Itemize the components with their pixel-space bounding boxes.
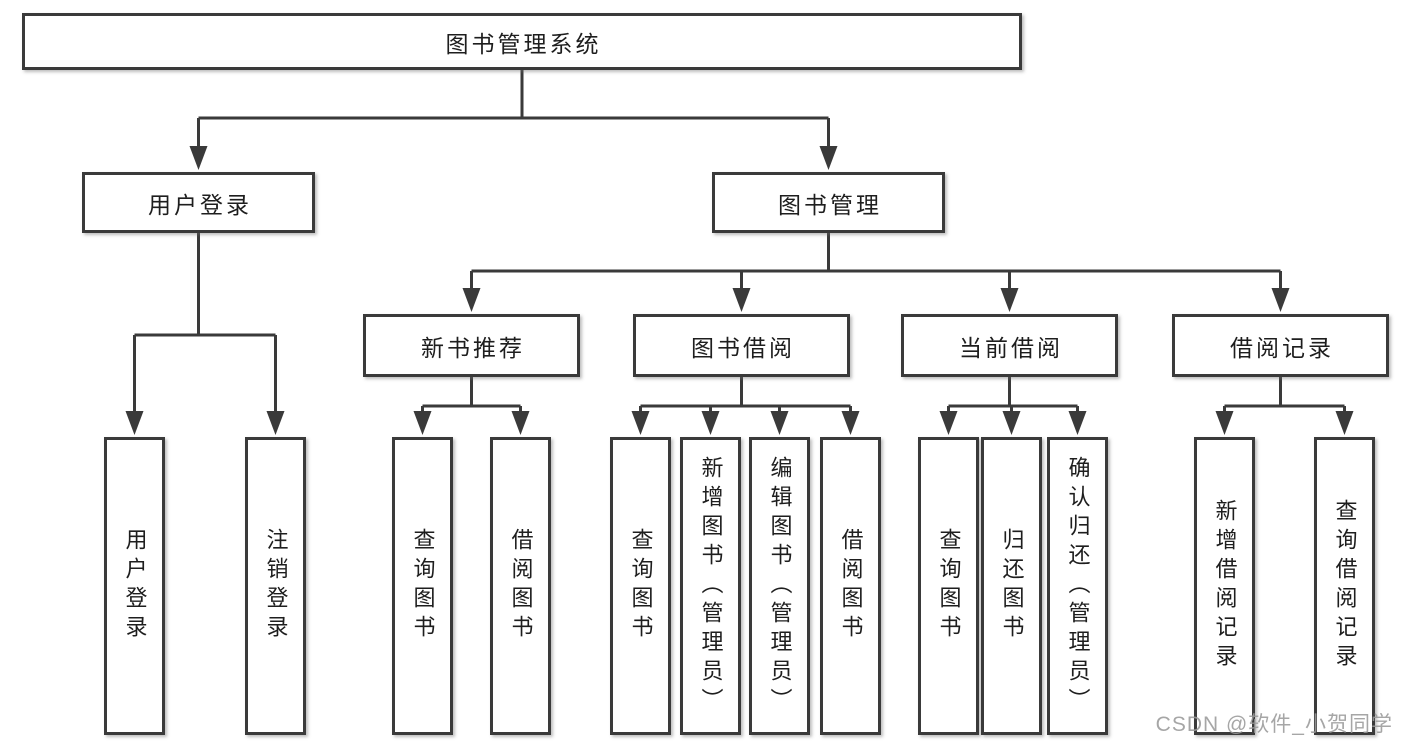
node-user-login: 用户登录 xyxy=(82,172,315,233)
leaf-current-confirm-return-admin: 确认归还（管理员） xyxy=(1047,437,1108,735)
node-new-book-recommend: 新书推荐 xyxy=(363,314,580,377)
leaf-user-login: 用户登录 xyxy=(104,437,165,735)
leaf-current-query-books: 查询图书 xyxy=(918,437,979,735)
leaf-borrow-query-books: 查询图书 xyxy=(610,437,671,735)
watermark-text: CSDN @软件_小贺同学 xyxy=(1155,713,1393,736)
node-root: 图书管理系统 xyxy=(22,13,1022,70)
leaf-borrow-add-books-admin: 新增图书（管理员） xyxy=(680,437,741,735)
leaf-borrow-edit-books-admin: 编辑图书（管理员） xyxy=(749,437,810,735)
leaf-recommend-borrow-books: 借阅图书 xyxy=(490,437,551,735)
node-borrow-records: 借阅记录 xyxy=(1172,314,1389,377)
node-book-borrow: 图书借阅 xyxy=(633,314,850,377)
node-current-borrow: 当前借阅 xyxy=(901,314,1118,377)
leaf-recommend-query-books: 查询图书 xyxy=(392,437,453,735)
leaf-records-query-record: 查询借阅记录 xyxy=(1314,437,1375,735)
leaf-borrow-borrow-books: 借阅图书 xyxy=(820,437,881,735)
node-book-management: 图书管理 xyxy=(712,172,945,233)
leaf-records-add-record: 新增借阅记录 xyxy=(1194,437,1255,735)
leaf-logout: 注销登录 xyxy=(245,437,306,735)
leaf-current-return-books: 归还图书 xyxy=(981,437,1042,735)
